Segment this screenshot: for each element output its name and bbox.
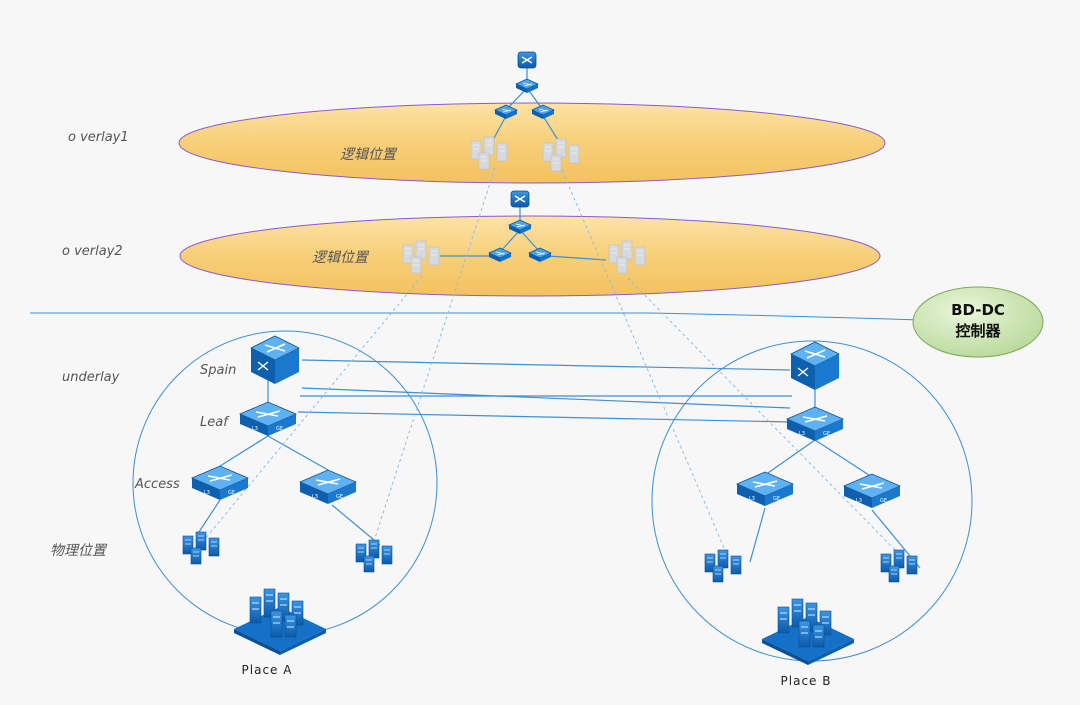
- site-b-access-switch-left-icon[interactable]: [736, 471, 794, 507]
- layer-label-overlay2: o verlay2: [62, 244, 123, 259]
- layer-label-overlay1: o verlay1: [68, 130, 129, 145]
- site-b-server-cluster-left-icon[interactable]: [704, 549, 742, 583]
- layer-label-physical: 物理位置: [50, 543, 108, 559]
- controller-subtitle: 控制器: [955, 322, 1001, 340]
- site-a-access-switch-right-icon[interactable]: [299, 469, 357, 505]
- site-b-data-center-icon[interactable]: [761, 598, 855, 666]
- overlay2-links: [440, 206, 607, 261]
- bd-dc-controller[interactable]: [912, 286, 1044, 358]
- site-a-leaf-switch-icon[interactable]: [239, 401, 297, 437]
- controller-name: BD-DC: [951, 301, 1005, 319]
- overlay1-router-icon[interactable]: [517, 51, 537, 69]
- underlay-links: [196, 359, 921, 569]
- mapping-lines: [199, 167, 901, 556]
- overlay2-router-icon[interactable]: [510, 190, 530, 208]
- role-label-spine: Spain: [200, 363, 236, 378]
- site-a-spine-router-icon[interactable]: [250, 335, 300, 385]
- role-label-access: Access: [134, 477, 180, 492]
- site-a-data-center-icon[interactable]: [233, 588, 327, 656]
- site-b-server-cluster-right-icon[interactable]: [880, 549, 918, 583]
- logical-position-label-overlay1: 逻辑位置: [340, 147, 398, 163]
- logical-position-label-overlay2: 逻辑位置: [312, 250, 370, 266]
- overlay1-plane: [178, 102, 886, 184]
- role-label-leaf: Leaf: [200, 415, 230, 430]
- site-label-a: Place A: [242, 663, 293, 677]
- site-a-access-switch-left-icon[interactable]: [191, 465, 249, 501]
- overlay1-switch-icon[interactable]: [515, 78, 539, 94]
- site-b-leaf-switch-icon[interactable]: [786, 406, 844, 442]
- layer-label-underlay: underlay: [62, 370, 120, 385]
- site-b-access-switch-right-icon[interactable]: [843, 473, 901, 509]
- controller-link: [30, 312, 921, 321]
- site-a-server-cluster-right-icon[interactable]: [355, 539, 393, 573]
- site-a-server-cluster-left-icon[interactable]: [182, 531, 220, 565]
- site-label-b: Place B: [781, 674, 832, 688]
- site-b-spine-router-icon[interactable]: [790, 341, 840, 391]
